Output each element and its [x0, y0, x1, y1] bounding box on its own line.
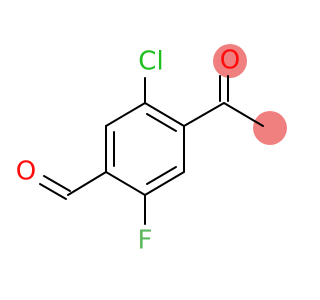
- bond-aldehyde-double-1: [39, 183, 67, 200]
- ketone-oxygen-label: O: [220, 46, 240, 76]
- ring-double-bond-inner-1: [146, 113, 177, 132]
- bond-aldehyde-double-2: [43, 175, 71, 192]
- ring-double-bond-inner-2: [146, 166, 177, 185]
- molecule-diagram: Cl O O F: [16, 44, 287, 256]
- bond-carbonyl-methyl: [223, 102, 264, 127]
- ring-bond-c1-c2: [144, 102, 185, 127]
- chlorine-label: Cl: [138, 47, 163, 77]
- fluorine-label: F: [138, 226, 153, 256]
- bond-c5-aldehyde-carbon: [67, 171, 107, 196]
- ring-bond-c6-c1: [105, 102, 146, 127]
- ring-bond-c4-c5: [105, 171, 146, 196]
- ketone-oxygen-highlight: [213, 44, 247, 78]
- aldehyde-oxygen-label: O: [16, 157, 36, 187]
- structure-canvas: Cl O O F: [16, 44, 287, 256]
- bond-c2-carbonyl: [183, 102, 225, 127]
- methyl-highlight: [253, 111, 287, 145]
- ring-bond-c3-c4: [144, 171, 185, 196]
